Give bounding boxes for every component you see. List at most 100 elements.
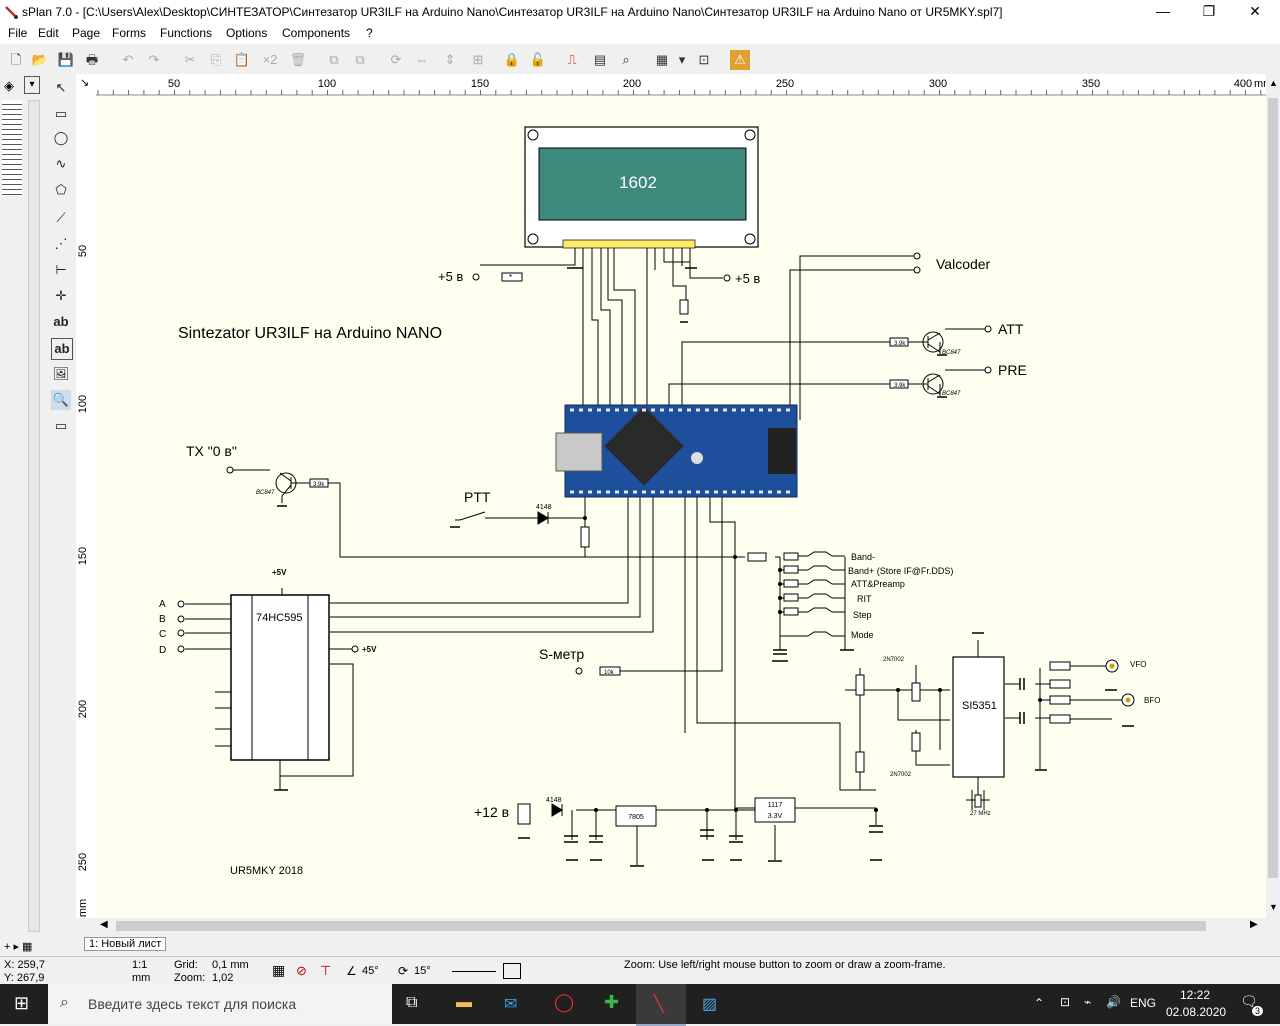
library-scrollbar[interactable]: [28, 100, 40, 932]
horizontal-scrollbar[interactable]: ◀ ▶: [96, 918, 1266, 934]
clock-date[interactable]: 02.08.2020: [1166, 1005, 1227, 1019]
library-icon[interactable]: ⚠: [730, 50, 750, 70]
minimize-button[interactable]: —: [1156, 3, 1170, 19]
dimension-icon[interactable]: ⊢: [55, 262, 67, 277]
menu-options[interactable]: Options: [226, 26, 268, 40]
network-icon[interactable]: ⊡: [1060, 995, 1071, 1009]
ungroup-icon[interactable]: ⧉: [355, 52, 365, 67]
schematic-canvas[interactable]: 1602: [96, 96, 1266, 918]
chevron-up-icon[interactable]: ⌃: [1034, 996, 1045, 1010]
junction-icon[interactable]: ✛: [55, 288, 67, 303]
group-icon[interactable]: ⧉: [329, 52, 339, 67]
notification-icon[interactable]: 🗨: [1240, 993, 1258, 1009]
redo-icon[interactable]: ↷: [148, 52, 160, 67]
paste-icon[interactable]: 📋: [233, 52, 251, 67]
curve-icon[interactable]: ∿: [55, 156, 67, 171]
volume-icon[interactable]: 🔊: [1106, 995, 1121, 1009]
scroll-right-icon[interactable]: ▶: [1250, 919, 1258, 930]
app-green-icon[interactable]: ✚: [604, 992, 620, 1012]
menu-forms[interactable]: Forms: [112, 26, 146, 40]
unlock-icon[interactable]: 🔓: [529, 52, 547, 67]
zoom-fit-icon[interactable]: ⊡: [698, 52, 710, 67]
scroll-up-icon[interactable]: ▲: [1269, 78, 1278, 88]
tab-sheet-1[interactable]: 1: Новый лист: [84, 937, 167, 951]
line-icon[interactable]: ⟋: [56, 210, 66, 225]
delete-icon[interactable]: 🗑: [289, 52, 307, 67]
lcd-1602[interactable]: 1602: [524, 126, 759, 249]
windows-start-icon[interactable]: ⊞: [14, 993, 30, 1013]
chevron-down-icon[interactable]: ▾: [24, 76, 40, 94]
menu-components[interactable]: Components: [282, 26, 351, 40]
rotate-icon[interactable]: ⟳: [390, 52, 402, 67]
ellipse-icon[interactable]: ◯: [53, 130, 69, 145]
fill-preview[interactable]: [503, 963, 521, 979]
cut-icon[interactable]: ✂: [184, 52, 196, 67]
connect-icon[interactable]: ⎍: [567, 52, 577, 67]
polygon-icon[interactable]: ⬠: [55, 182, 67, 197]
search-icon[interactable]: ⌕: [622, 52, 630, 67]
open-file-icon[interactable]: 📂: [31, 52, 49, 67]
measure-icon[interactable]: ▭: [54, 418, 68, 433]
mail-icon[interactable]: ✉: [504, 996, 518, 1013]
vertical-scroll-thumb[interactable]: [1268, 98, 1278, 878]
splan-task[interactable]: ╲: [636, 984, 686, 1026]
grid-toggle-icon[interactable]: ▦: [272, 962, 286, 978]
bluetooth-icon[interactable]: ⌁: [1084, 995, 1092, 1009]
menu-page[interactable]: Page: [72, 26, 101, 40]
grid-icon[interactable]: ▦: [655, 52, 669, 67]
reg1117-label: 1117: [768, 802, 783, 809]
line-width-preview[interactable]: [452, 971, 496, 972]
horizontal-scroll-thumb[interactable]: [116, 921, 1206, 931]
menu-edit[interactable]: Edit: [38, 26, 59, 40]
rectangle-icon[interactable]: ▭: [54, 106, 68, 121]
align-icon[interactable]: ⊞: [472, 52, 484, 67]
task-view-icon[interactable]: ⧉: [406, 994, 418, 1011]
menu-functions[interactable]: Functions: [160, 26, 213, 40]
label-smeter: S-метр: [539, 646, 584, 662]
file-explorer-icon[interactable]: ▬: [456, 994, 472, 1011]
snap-icon[interactable]: ⊘: [296, 963, 307, 978]
lock-icon[interactable]: 🔒: [503, 52, 521, 67]
chevron-down-icon[interactable]: ▾: [678, 52, 686, 67]
close-button[interactable]: ✕: [1249, 3, 1261, 19]
opera-icon[interactable]: ◯: [554, 992, 575, 1012]
layers-icon[interactable]: ◈: [4, 78, 14, 93]
ic-74hc595[interactable]: 74HC595: [185, 588, 352, 790]
undo-icon[interactable]: ↶: [122, 52, 134, 67]
new-file-icon[interactable]: 🗋: [10, 52, 22, 67]
mirror-h-icon[interactable]: ⇔: [415, 52, 429, 67]
arduino-nano[interactable]: [555, 404, 798, 498]
duplicate-icon[interactable]: ×2: [262, 52, 278, 67]
add-page-icon[interactable]: + ▸ ▦: [4, 941, 33, 953]
list-icon[interactable]: ▤: [593, 52, 607, 67]
polyline-icon[interactable]: ⋰: [54, 236, 68, 251]
restore-button[interactable]: ❐: [1202, 3, 1216, 19]
magnet-icon[interactable]: ⊤: [320, 963, 332, 978]
scroll-left-icon[interactable]: ◀: [100, 919, 108, 930]
component-list[interactable]: [2, 100, 22, 196]
textbox-icon[interactable]: ab: [51, 338, 73, 360]
menu-help[interactable]: ?: [366, 26, 373, 40]
print-icon[interactable]: 🖶: [85, 52, 99, 67]
language-indicator[interactable]: ENG: [1130, 996, 1157, 1010]
copy-icon[interactable]: ⎘: [210, 52, 222, 67]
menu-file[interactable]: File: [8, 26, 28, 40]
taskbar-search[interactable]: ⌕ Введите здесь текст для поиска: [48, 984, 392, 1024]
photos-icon[interactable]: ▨: [702, 996, 718, 1013]
save-icon[interactable]: 💾: [57, 52, 75, 67]
zoom-icon[interactable]: 🔍: [51, 390, 71, 410]
text-icon[interactable]: ab: [53, 314, 69, 329]
clock-time[interactable]: 12:22: [1180, 988, 1211, 1002]
power-connector: [517, 803, 531, 825]
mirror-v-icon[interactable]: ⇕: [444, 52, 456, 67]
angle-snap-2[interactable]: 15°: [414, 965, 431, 977]
diodes: [510, 511, 585, 817]
scroll-down-icon[interactable]: ▼: [1269, 902, 1278, 912]
label-bc847-c: BC847: [256, 490, 275, 496]
si5351[interactable]: SI5351: [952, 640, 1005, 810]
angle-snap-1[interactable]: 45°: [362, 965, 379, 977]
pointer-icon[interactable]: ↖: [55, 80, 67, 95]
image-icon[interactable]: 🖼: [52, 366, 70, 381]
ruler-h-tick: 350: [1082, 78, 1100, 90]
vertical-scrollbar[interactable]: ▲ ▼: [1266, 74, 1280, 918]
